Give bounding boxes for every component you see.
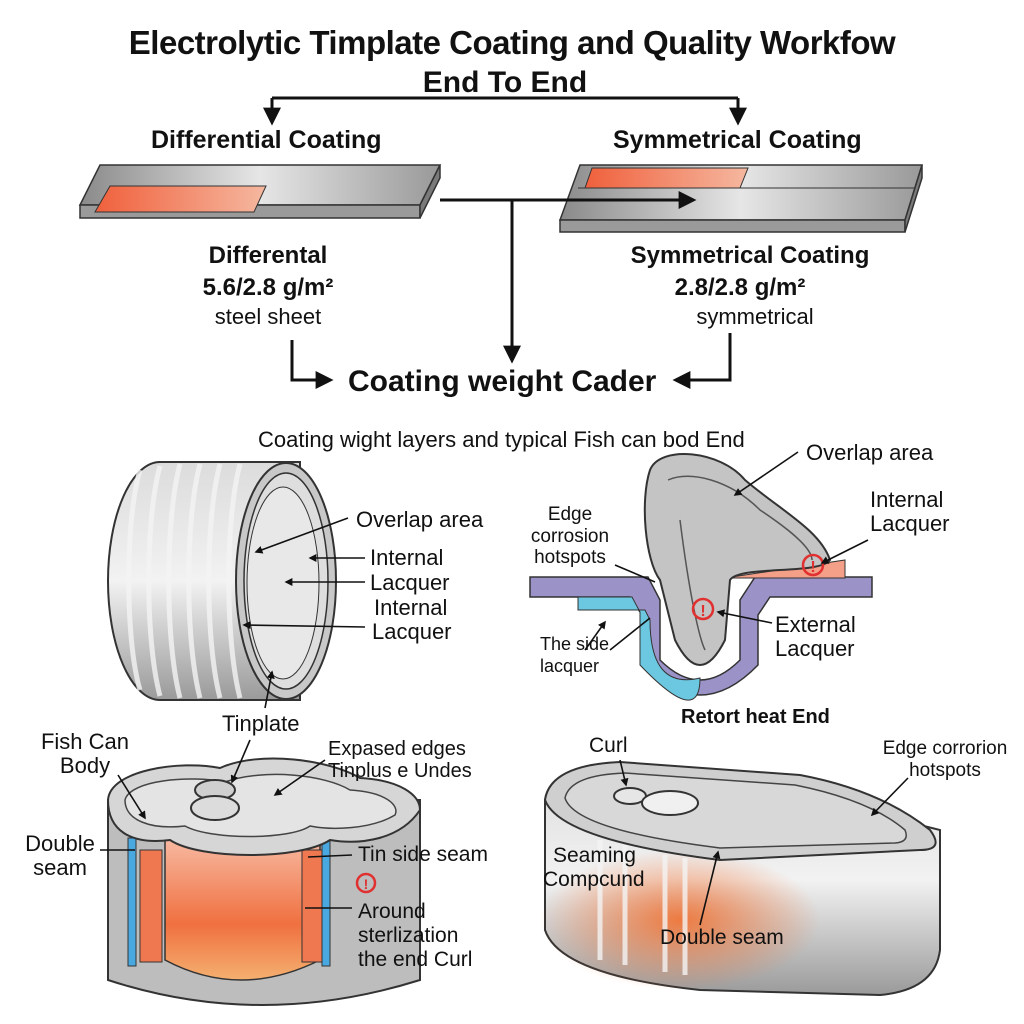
differential-heading: Differential Coating [151, 126, 382, 154]
seam-label-internal: Internal [870, 487, 944, 512]
fish-can-label-end-curl: the end Curl [358, 948, 473, 971]
fish-can-label-exposed-2: Tinplus e Undes [328, 760, 472, 782]
seam-label-external-lacquer: Lacquer [775, 636, 855, 661]
coating-weight-cader: Coating weight Cader [348, 365, 657, 398]
coating-layer-symmetric [584, 167, 749, 189]
fish-can-label-body-1: Fish Can [40, 729, 130, 754]
oval-can-label-compound: Compcund [543, 868, 645, 891]
warning-icon [801, 553, 825, 577]
oval-can-label-double-seam: Double seam [660, 926, 784, 949]
warning-icon [355, 872, 377, 894]
section-caption: Coating wight layers and typical Fish ca… [258, 427, 745, 452]
seam-label-corrosion: corrosion [530, 526, 610, 547]
warning-icon [691, 597, 715, 621]
oval-can [540, 760, 941, 997]
can-body-label-internal-1: Internal [370, 545, 444, 570]
seam-leaders [584, 451, 869, 651]
symmetrical-coating-sheet [558, 164, 924, 233]
can-body-label-tinplate: Tinplate [222, 711, 300, 736]
seam-label-inside-lacquer: lacquer [540, 656, 600, 676]
seam-label-edge: Edge [547, 504, 593, 525]
oval-can-title: Retort heat End [681, 706, 830, 728]
seam-label-hotspots: hotspots [534, 547, 606, 568]
can-body-label-lacquer-1: Lacquer [370, 570, 450, 595]
fish-can-label-around: Around [358, 900, 426, 923]
top-split-connector [263, 96, 747, 126]
merge-connectors [290, 191, 732, 389]
seam-label-external: External [775, 612, 856, 637]
fish-can-label-exposed-1: Expased edges [328, 738, 466, 760]
svg-text:!: ! [700, 603, 705, 620]
differential-coating-sheet [78, 164, 442, 219]
oval-can-leaders [619, 759, 909, 926]
oval-can-label-seaming: Seaming [553, 844, 636, 867]
oval-can-label-edge-1: Edge corrorion [882, 738, 1008, 759]
fish-can-label-sterilization: sterlization [358, 924, 459, 947]
differential-name: Differental [208, 242, 328, 269]
fish-can-label-seam: seam [33, 855, 87, 880]
page-title: Electrolytic Timplate Coating and Qualit… [128, 24, 896, 61]
oval-can-label-curl: Curl [589, 734, 628, 757]
fish-can-leaders: ! [100, 739, 377, 909]
symmetrical-heading: Symmetrical Coating [613, 126, 862, 154]
seam-label-overlap: Overlap area [806, 440, 934, 465]
symmetrical-note: symmetrical [696, 304, 814, 329]
svg-text:!: ! [364, 876, 369, 892]
seam-label-lacquer: Lacquer [870, 511, 950, 536]
differential-note: steel sheet [214, 304, 322, 329]
fish-can-label-double: Double [25, 831, 95, 856]
can-body-label-internal-2: Internal [374, 595, 448, 620]
fish-can-cutaway [106, 757, 422, 1006]
svg-text:!: ! [810, 559, 815, 576]
seam-cross-section: ! ! [529, 453, 873, 701]
symmetrical-weight: 2.8/2.8 g/m² [674, 274, 806, 301]
page-subtitle: End To End [422, 66, 588, 99]
differential-weight: 5.6/2.8 g/m² [202, 274, 334, 301]
fish-can-label-body-2: Body [59, 753, 111, 778]
symmetrical-name: Symmetrical Coating [630, 242, 870, 269]
can-body-leaders [242, 517, 366, 709]
can-body-label-overlap: Overlap area [356, 507, 484, 532]
coating-layer-thick [94, 185, 267, 213]
fish-can-label-side-seam: Tin side seam [358, 843, 488, 866]
seam-label-inside: The side [540, 634, 610, 654]
can-body-cylinder [107, 461, 337, 701]
can-body-label-lacquer-2: Lacquer [372, 619, 452, 644]
oval-can-label-edge-2: hotspots [909, 760, 981, 781]
